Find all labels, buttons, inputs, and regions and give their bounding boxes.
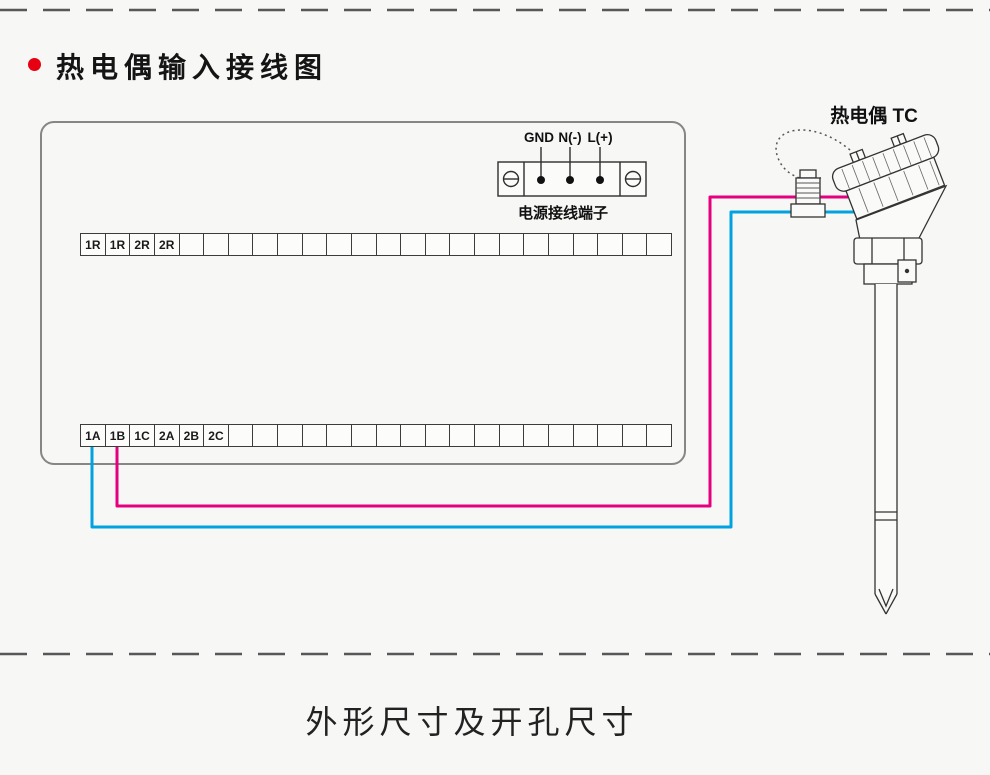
terminal-cell xyxy=(352,234,377,255)
side-block-dot xyxy=(904,268,910,274)
controller-panel xyxy=(40,121,686,465)
head-lid xyxy=(831,133,940,192)
lid-screw-icon xyxy=(849,148,867,164)
thermocouple-label: 热电偶 TC xyxy=(830,104,918,127)
terminal-cell xyxy=(574,425,599,446)
terminal-cell xyxy=(426,234,451,255)
terminal-cell xyxy=(524,234,549,255)
terminal-cell: 2R xyxy=(155,234,180,255)
probe-sheath xyxy=(874,284,898,615)
terminal-cell xyxy=(475,234,500,255)
terminal-cell xyxy=(598,425,623,446)
cable-gland xyxy=(790,169,826,218)
terminal-cell xyxy=(327,425,352,446)
terminal-cell xyxy=(598,234,623,255)
terminal-cell xyxy=(450,234,475,255)
terminal-cell xyxy=(549,425,574,446)
terminal-cell: 1B xyxy=(106,425,131,446)
terminal-cell xyxy=(524,425,549,446)
terminal-cell xyxy=(327,234,352,255)
terminal-cell: 2A xyxy=(155,425,180,446)
terminal-cell xyxy=(377,425,402,446)
terminal-cell xyxy=(180,234,205,255)
side-block xyxy=(897,259,917,283)
terminal-cell: 1A xyxy=(81,425,106,446)
terminal-cell xyxy=(352,425,377,446)
footer-title: 外形尺寸及开孔尺寸 xyxy=(305,704,639,740)
terminal-cell xyxy=(475,425,500,446)
terminal-cell xyxy=(229,234,254,255)
terminal-cell xyxy=(647,234,671,255)
terminal-cell xyxy=(500,425,525,446)
terminal-cell: 2B xyxy=(180,425,205,446)
head-body xyxy=(845,156,946,220)
terminal-cell xyxy=(229,425,254,446)
terminal-cell: 1C xyxy=(130,425,155,446)
terminal-cell xyxy=(450,425,475,446)
terminal-cell xyxy=(623,425,648,446)
hex-nut xyxy=(853,237,923,265)
terminal-cell xyxy=(204,234,229,255)
section-title: 热电偶输入接线图 xyxy=(56,52,329,83)
terminal-cell xyxy=(377,234,402,255)
terminal-cell: 2R xyxy=(130,234,155,255)
terminal-cell xyxy=(426,425,451,446)
thermocouple-drawing xyxy=(775,129,948,615)
terminal-cell xyxy=(549,234,574,255)
terminal-cell xyxy=(253,425,278,446)
terminal-cell xyxy=(253,234,278,255)
dotted-lead-loop xyxy=(775,129,851,181)
collar xyxy=(863,263,913,285)
terminal-cell xyxy=(623,234,648,255)
terminal-cell xyxy=(401,234,426,255)
terminal-cell xyxy=(303,425,328,446)
terminal-cell xyxy=(303,234,328,255)
terminal-cell: 2C xyxy=(204,425,229,446)
terminal-cell xyxy=(574,234,599,255)
terminal-cell xyxy=(401,425,426,446)
terminal-cell xyxy=(278,234,303,255)
terminal-cell: 1R xyxy=(81,234,106,255)
head-neck xyxy=(855,184,948,241)
section-bullet-icon xyxy=(28,58,41,71)
terminal-cell: 1R xyxy=(106,234,131,255)
terminal-cell xyxy=(647,425,671,446)
terminal-cell xyxy=(278,425,303,446)
thermocouple-head xyxy=(831,132,946,220)
lid-screw-icon xyxy=(890,132,908,148)
terminal-cell xyxy=(500,234,525,255)
